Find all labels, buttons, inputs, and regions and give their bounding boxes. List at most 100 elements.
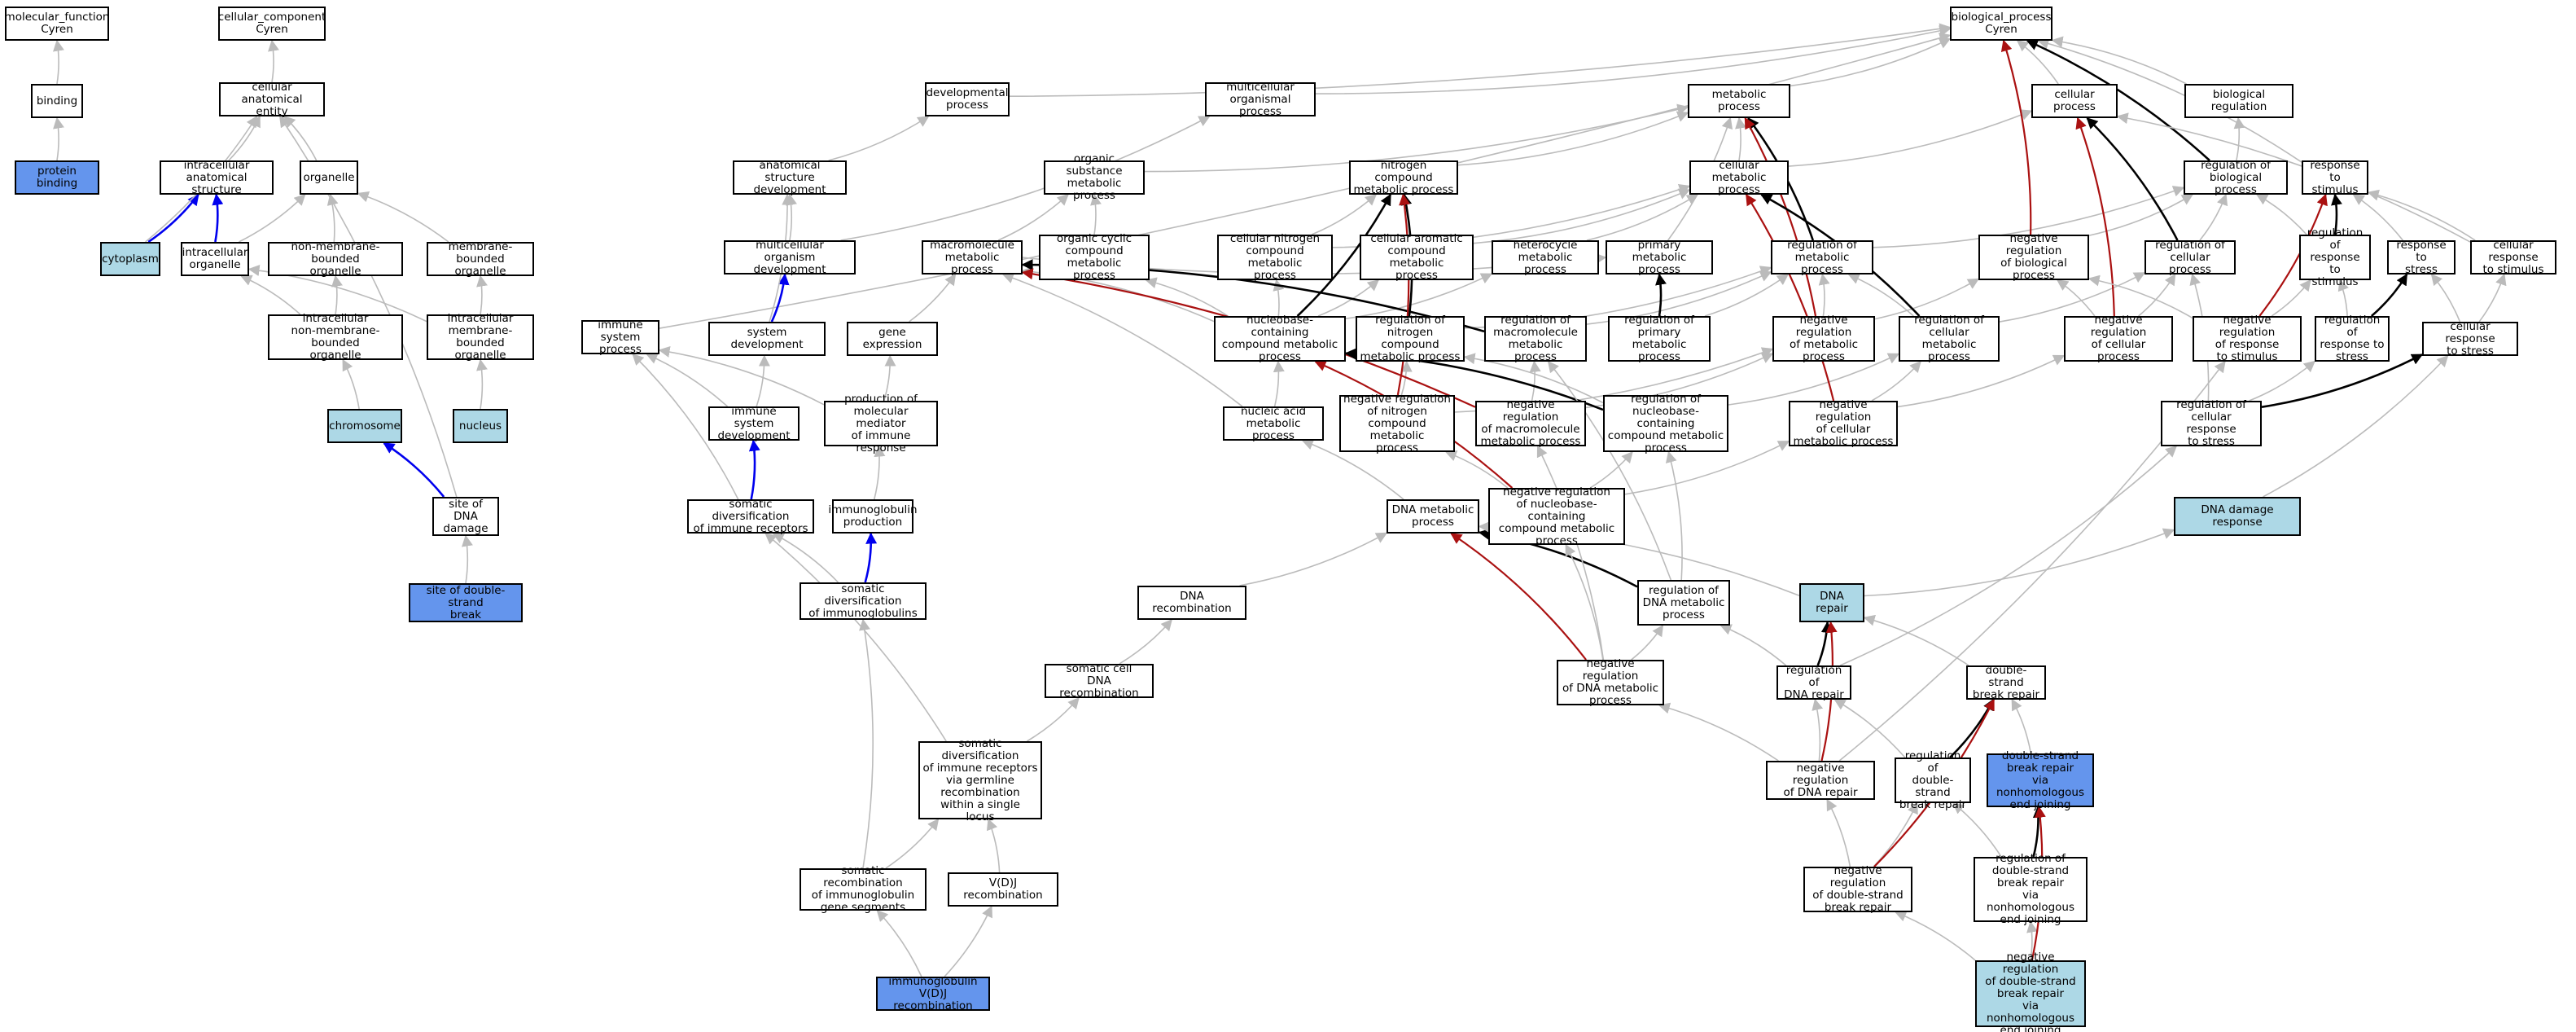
edge-is-a <box>2116 112 2471 243</box>
edge-positively-regulates <box>2370 273 2408 317</box>
term-node-imbo: intracellular membrane-bounded organelle <box>427 313 534 362</box>
edge-is-a <box>1720 624 1787 666</box>
term-node-cae: cellular anatomical entity <box>219 81 325 117</box>
edge-is-a <box>646 353 729 407</box>
term-node-sysdev: system development <box>708 322 826 356</box>
edge-is-a <box>1874 278 1980 320</box>
term-node-nrnbcmp: negative regulation of nucleobase-contai… <box>1488 485 1625 547</box>
term-node-rcp: regulation of cellular process <box>2144 239 2236 275</box>
edge-is-a <box>2088 274 2193 319</box>
edge-is-a <box>2271 279 2311 317</box>
edge-negatively-regulates <box>2258 193 2328 317</box>
edge-is-a <box>786 193 797 241</box>
term-node-hetmp: heterocycle metabolic process <box>1492 239 1599 275</box>
edge-is-a <box>476 358 488 410</box>
edge-is-a <box>1658 702 1779 762</box>
edge-is-a <box>2478 273 2507 323</box>
edge-is-a <box>1897 354 2066 408</box>
edge-is-a <box>2255 194 2307 235</box>
term-node-nrmmp: negative regulation of macromolecule met… <box>1475 399 1586 448</box>
edge-is-a <box>1833 699 1906 758</box>
term-node-ddr: DNA damage response <box>2174 497 2301 536</box>
edge-is-a <box>2088 194 2194 236</box>
term-node-rdnamp: regulation of DNA metabolic process <box>1637 580 1730 626</box>
term-node-binding: binding <box>31 84 83 118</box>
edge-is-a <box>2233 116 2245 161</box>
edge-is-a <box>1871 360 1921 402</box>
term-node-dnarep: DNA repair <box>1799 583 1864 622</box>
edge-is-a <box>283 116 318 161</box>
term-node-cellp: cellular process <box>2031 84 2118 118</box>
edge-positively-regulates <box>2086 117 2179 241</box>
term-node-gexp: gene expression <box>847 322 938 356</box>
edge-part-of <box>864 532 878 583</box>
term-node-ncmp: nitrogen compound metabolic process <box>1349 159 1458 195</box>
term-node-isd: immune system development <box>708 405 800 441</box>
edge-is-a <box>874 445 886 500</box>
term-node-igprod: immunoglobulin production <box>828 499 918 534</box>
edge-is-a <box>2367 189 2476 241</box>
edge-negatively-regulates <box>1745 193 1835 402</box>
term-node-mf: molecular_function Cyren <box>5 7 109 41</box>
edge-is-a <box>1728 353 1900 406</box>
term-node-rdsbrnhej: regulation of double-strand break repair… <box>1974 853 2088 926</box>
term-node-sodd: site of DNA damage <box>432 497 499 536</box>
term-node-occmp: organic cyclic compound metabolic proces… <box>1039 233 1150 282</box>
edge-is-a <box>2016 40 2059 85</box>
edge-is-a <box>859 618 874 869</box>
edge-is-a <box>1026 696 1080 742</box>
edge-is-a <box>1090 193 1102 235</box>
edge-is-a <box>1119 618 1173 665</box>
term-node-nbcmp: nucleobase-containing compound metabolic… <box>1214 314 1346 363</box>
term-node-nrdsbr: negative regulation of double-strand bre… <box>1803 865 1912 914</box>
edge-is-a <box>658 346 825 406</box>
term-node-dev: developmental process <box>925 82 1010 116</box>
edge-is-a <box>1239 532 1388 586</box>
term-node-cytoplasm: cytoplasm <box>100 242 160 276</box>
edge-is-a <box>268 39 279 83</box>
term-node-rdnarep: regulation of DNA repair <box>1776 664 1851 700</box>
edge-is-a <box>342 358 360 410</box>
term-node-sdir: somatic diversification of immune recept… <box>687 498 814 534</box>
edge-is-a <box>1895 911 1976 961</box>
edge-is-a <box>997 194 1069 241</box>
term-node-dsbr: double-strand break repair <box>1966 664 2046 700</box>
edge-is-a <box>1001 272 1243 407</box>
term-node-rbp: regulation of biological process <box>2184 159 2288 195</box>
edge-is-a <box>840 116 1211 241</box>
edge-is-a <box>1788 109 2033 167</box>
term-node-nrbp: negative regulation of biological proces… <box>1978 233 2089 282</box>
edge-is-a <box>756 354 770 407</box>
edge-is-a <box>876 909 922 977</box>
edge-is-a <box>1145 277 1229 317</box>
edge-is-a <box>632 354 739 500</box>
term-node-nrcmp: negative regulation of cellular metaboli… <box>1789 399 1898 448</box>
term-node-crtstress: cellular response to stress <box>2422 320 2518 357</box>
term-node-rts: response to stimulus <box>2302 159 2368 195</box>
term-node-organelle: organelle <box>300 160 358 195</box>
term-node-rtstress: response to stress <box>2387 239 2456 275</box>
edge-is-a <box>1444 450 1509 489</box>
term-node-rmp: regulation of metabolic process <box>1771 239 1873 275</box>
edge-is-a <box>772 533 839 583</box>
edge-is-a <box>1999 272 2146 323</box>
term-node-pmmir: production of molecular mediator of immu… <box>824 393 938 454</box>
edge-is-a <box>2011 698 2032 754</box>
edge-is-a <box>1952 802 2002 858</box>
edge-is-a <box>1315 25 1952 94</box>
edge-is-a <box>228 115 261 161</box>
term-node-io: intracellular organelle <box>181 242 249 276</box>
term-node-protein-binding: protein binding <box>15 160 99 195</box>
term-node-nucleus: nucleus <box>453 409 508 443</box>
term-node-chromosome: chromosome <box>327 409 402 443</box>
edge-negatively-regulates <box>2000 39 2032 235</box>
edge-is-a <box>1589 450 1633 489</box>
edge-is-a <box>2056 279 2096 317</box>
edge-is-a <box>1631 624 1664 661</box>
term-node-primp: primary metabolic process <box>1606 239 1713 275</box>
term-node-mod: multicellular organism development <box>724 239 856 275</box>
edge-is-a <box>2337 279 2349 317</box>
edge-positively-regulates <box>2032 806 2044 858</box>
term-node-cc: cellular_component Cyren <box>218 7 326 41</box>
edge-part-of <box>212 193 224 243</box>
